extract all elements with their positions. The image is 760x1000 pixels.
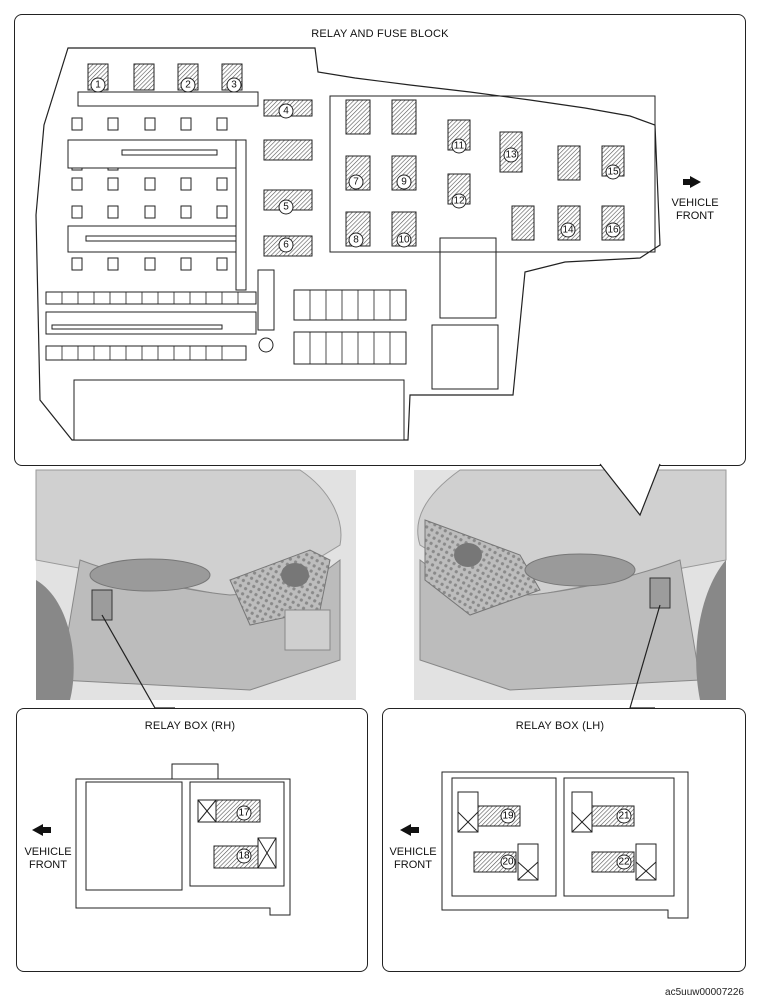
vehicle-front-arrow-rh-tail: [43, 827, 51, 833]
relay-fuse-block-title: RELAY AND FUSE BLOCK: [311, 28, 449, 40]
vehicle-front-rh-word-2: FRONT: [29, 859, 67, 871]
vehicle-front-label-top: VEHICLE FRONT: [665, 197, 725, 223]
vehicle-front-arrow-top-tail: [683, 179, 691, 185]
vehicle-front-arrow-lh: [400, 824, 411, 836]
relay-box-lh-title: RELAY BOX (LH): [515, 720, 605, 732]
relay-12-label: 12: [453, 196, 465, 207]
vehicle-front-lh-word-1: VEHICLE: [389, 846, 437, 858]
relay-6-label: 6: [283, 240, 289, 251]
relay-number-markers-top: [90, 77, 621, 253]
vehicle-front-label-rh: VEHICLE FRONT: [18, 846, 78, 872]
vehicle-front-lh-word-2: FRONT: [394, 859, 432, 871]
relay-21-label: 21: [618, 811, 630, 822]
vehicle-front-rh-word-1: VEHICLE: [24, 846, 72, 858]
relay-5-label: 5: [283, 202, 289, 213]
relay-1-label: 1: [95, 80, 101, 91]
relay-17-label: 17: [238, 808, 250, 819]
relay-22-label: 22: [618, 857, 630, 868]
relay-8-label: 8: [353, 235, 359, 246]
vehicle-front-word-1: VEHICLE: [671, 197, 719, 209]
vehicle-front-word-2: FRONT: [676, 210, 714, 222]
relay-3-label: 3: [231, 80, 237, 91]
relay-18-label: 18: [238, 851, 250, 862]
figure-code: ac5uuw00007226: [665, 987, 744, 998]
relay-2-label: 2: [185, 80, 191, 91]
relay-4-label: 4: [283, 106, 289, 117]
relay-10-label: 10: [398, 235, 410, 246]
vehicle-front-arrow-top: [690, 176, 701, 188]
vehicle-front-arrow-rh: [32, 824, 43, 836]
car-right-illustration: [414, 469, 727, 700]
relay-7-label: 7: [353, 177, 359, 188]
relay-9-label: 9: [401, 177, 407, 188]
relay-13-label: 13: [505, 150, 517, 161]
fuse-rows-left: [45, 91, 407, 365]
relay-20-label: 20: [502, 857, 514, 868]
vehicle-front-label-lh: VEHICLE FRONT: [384, 846, 442, 872]
relay-11-label: 11: [454, 141, 465, 152]
callout-pointer-top: [599, 463, 661, 517]
relay-number-labels-top: 1 2 3 4 5 6 7 8 9 10 11 12 13 14 15 16: [95, 80, 619, 251]
relay-box-rh-title: RELAY BOX (RH): [144, 720, 236, 732]
relay-14-label: 14: [562, 225, 574, 236]
relay-15-label: 15: [607, 167, 619, 178]
relay-19-label: 19: [502, 811, 514, 822]
car-left-illustration: [35, 469, 356, 700]
fuse-block-lower-boxes: [73, 95, 656, 441]
relay-16-label: 16: [607, 225, 619, 236]
fuse-ticks: [61, 290, 391, 364]
vehicle-front-arrow-lh-tail: [411, 827, 419, 833]
